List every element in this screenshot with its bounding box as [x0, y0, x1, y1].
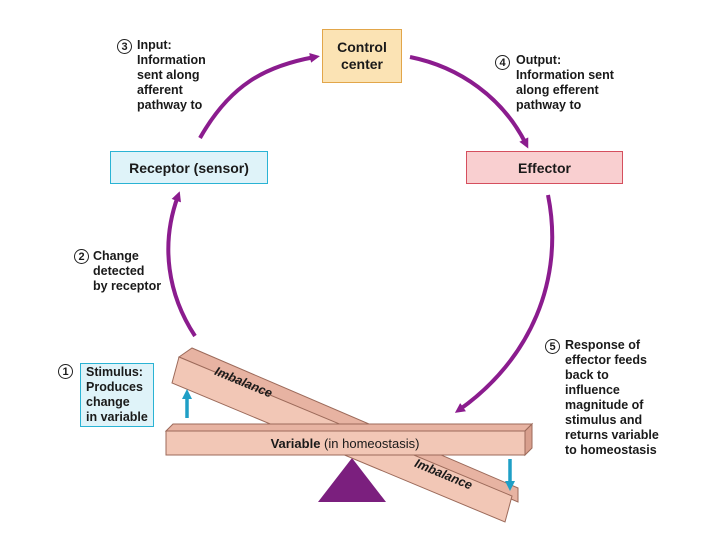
- step-2-line: Change: [93, 249, 139, 263]
- step-5-line: effector feeds: [565, 353, 647, 367]
- step-2-text: Change detected by receptor: [93, 249, 161, 294]
- step-5-line: to homeostasis: [565, 443, 657, 457]
- step-3-text: Input: Information sent along afferent p…: [137, 38, 206, 113]
- step-3-line: pathway to: [137, 98, 203, 112]
- fulcrum-triangle: [318, 458, 386, 502]
- step-2-number: 2: [74, 249, 89, 264]
- step-2-line: by receptor: [93, 279, 162, 293]
- step-3-number: 3: [117, 39, 132, 54]
- step-4-line: pathway to: [516, 98, 582, 112]
- control-center-box: Control center: [322, 29, 402, 83]
- step-5-line: stimulus and: [565, 413, 643, 427]
- step-1-number: 1: [58, 364, 73, 379]
- step-1-line: Produces: [86, 380, 143, 394]
- control-center-label-line1: Control: [337, 39, 387, 55]
- step-3-line: Input:: [137, 38, 172, 52]
- step-4-number: 4: [495, 55, 510, 70]
- control-center-label-line2: center: [340, 56, 384, 72]
- arrow-effector-to-variable: [454, 194, 555, 413]
- step-5-line: returns variable: [565, 428, 659, 442]
- step-4-line: along efferent: [516, 83, 599, 97]
- arrow-stimulus-to-receptor: [166, 191, 197, 338]
- step-5-line: Response of: [565, 338, 641, 352]
- step-5-line: magnitude of: [565, 398, 644, 412]
- effector-label: Effector: [518, 159, 571, 176]
- step-5-line: back to: [565, 368, 609, 382]
- step-1-line: Stimulus:: [86, 365, 143, 379]
- step-4-line: Output:: [516, 53, 562, 67]
- step-5-number: 5: [545, 339, 560, 354]
- variable-beam: [164, 422, 534, 457]
- step-1-text: Stimulus: Produces change in variable: [86, 365, 148, 425]
- step-5-text: Response of effector feeds back to influ…: [565, 338, 659, 458]
- receptor-box: Receptor (sensor): [110, 151, 268, 184]
- receptor-label: Receptor (sensor): [129, 159, 249, 176]
- step-1-line: in variable: [86, 410, 148, 424]
- arrow-receptor-to-control: [198, 52, 320, 139]
- step-3-line: sent along: [137, 68, 200, 82]
- step-4-line: Information sent: [516, 68, 614, 82]
- stimulus-box: [80, 363, 154, 427]
- effector-box: Effector: [466, 151, 623, 184]
- step-2-line: detected: [93, 264, 145, 278]
- variable-label: Variable (in homeostasis): [271, 436, 420, 451]
- arrow-control-to-effector: [409, 55, 529, 149]
- step-3-line: Information: [137, 53, 206, 67]
- step-5-line: influence: [565, 383, 620, 397]
- step-3-line: afferent: [137, 83, 183, 97]
- step-4-text: Output: Information sent along efferent …: [516, 53, 614, 113]
- step-1-line: change: [86, 395, 130, 409]
